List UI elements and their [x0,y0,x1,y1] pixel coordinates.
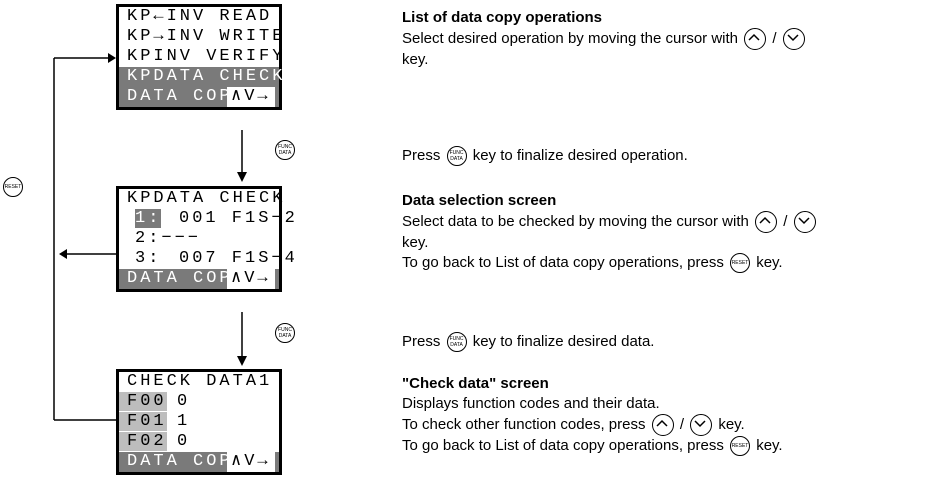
lcd-footer: DATA COPY∧V→ [119,269,279,289]
description-line: Select desired operation by moving the c… [402,28,807,50]
lcd-screen-copy-operations: KP←INV READ KP→INV WRITE KPINV VERIFY KP… [116,4,282,110]
text: key. [756,254,783,271]
lcd-screen-check-data: CHECK DATA1 F00 0 F01 1 F02 0 DATA COPY∧V→ [116,369,282,475]
func-label: FUNC [449,336,464,343]
func-data-key-icon: FUNC DATA [275,323,295,343]
reset-key-icon: RESET [730,253,751,274]
func-label: FUNC [278,144,292,150]
description-data-selection: Data selection screen Select data to be … [402,191,818,274]
lcd-row: 3: 007 F1S−4 [119,249,295,269]
func-label: FUNC [449,150,464,157]
lcd-row: KP→INV WRITE [127,27,286,46]
up-key-icon [744,28,767,50]
description-line: key. [402,234,429,251]
function-value: 1 [177,412,191,431]
function-value: 0 [177,432,191,451]
reset-key-icon: RESET [3,177,23,197]
lcd-row: F01 1 [119,412,279,432]
slash-text: / [772,29,777,47]
function-code: F00 [119,392,167,411]
description-check-data: "Check data" screen Displays function co… [402,374,783,457]
down-key-icon [690,414,713,436]
text: Select desired operation by moving the c… [402,29,739,47]
text: key. [718,415,745,433]
text: To go back to List of data copy operatio… [402,254,724,271]
cursor-item: 1: [135,209,162,228]
up-key-icon [651,414,674,436]
lcd-row: 2:−−− [135,229,202,248]
function-code: F01 [119,412,167,431]
func-label: FUNC [278,327,292,333]
text: key to finalize desired data. [472,333,655,350]
description-title: Data selection screen [402,192,557,209]
description-title: List of data copy operations [402,9,603,26]
lcd-row-selected: KPDATA CHECK [119,67,282,87]
reset-label: RESET [4,184,22,190]
data-label: DATA [278,333,292,339]
data-entry: 007 F1S−4 [179,249,298,268]
text: To go back to List of data copy operatio… [402,437,724,454]
down-key-icon [782,28,805,50]
description-line: To check other function codes, press / k… [402,414,783,436]
data-label: DATA [450,156,463,163]
description-line: To go back to List of data copy operatio… [402,253,818,274]
item-number: 3: [135,249,162,268]
description-copy-operations: List of data copy operations Select desi… [402,8,807,70]
lcd-row: F00 0 [119,392,279,412]
lcd-footer: DATA COPY∧V→ [119,452,279,472]
description-title: "Check data" screen [402,375,549,392]
lcd-row: KPDATA CHECK [127,189,286,208]
text: Press [402,147,441,164]
footer-arrows: ∧V→ [227,87,275,107]
text: key to finalize desired operation. [472,147,688,164]
lcd-row: CHECK DATA1 [127,372,273,391]
function-value: 0 [177,392,191,411]
footer-arrows: ∧V→ [227,269,275,289]
slash-text: / [679,415,684,433]
reset-label: RESET [731,260,749,267]
function-code: F02 [119,432,167,451]
lcd-footer: DATA COPY∧V→ [119,87,279,107]
description-line: Select data to be checked by moving the … [402,211,818,233]
description-line: To go back to List of data copy operatio… [402,436,783,457]
lcd-row: KPINV VERIFY [127,47,286,66]
lcd-screen-data-selection: KPDATA CHECK 1: 001 F1S−2 2:−−− 3: 007 F1S… [116,186,295,292]
func-data-key-icon: FUNC DATA [275,140,295,160]
data-label: DATA [278,150,292,156]
lcd-row: KP←INV READ [127,7,273,26]
data-entry: 001 F1S−2 [179,209,298,228]
description-line: Displays function codes and their data. [402,395,660,412]
up-key-icon [755,211,778,233]
description-line: key. [402,51,429,68]
reset-label: RESET [731,443,749,450]
text: key. [756,437,783,454]
data-label: DATA [450,342,463,349]
footer-arrows: ∧V→ [227,452,275,472]
lcd-row: F02 0 [119,432,279,452]
down-key-icon [793,211,816,233]
slash-text: / [783,212,788,230]
text: Press [402,333,441,350]
text: To check other function codes, press [402,415,646,433]
lcd-row: 1: 001 F1S−2 [119,209,295,229]
reset-key-icon: RESET [730,436,751,457]
text: Select data to be checked by moving the … [402,212,749,230]
